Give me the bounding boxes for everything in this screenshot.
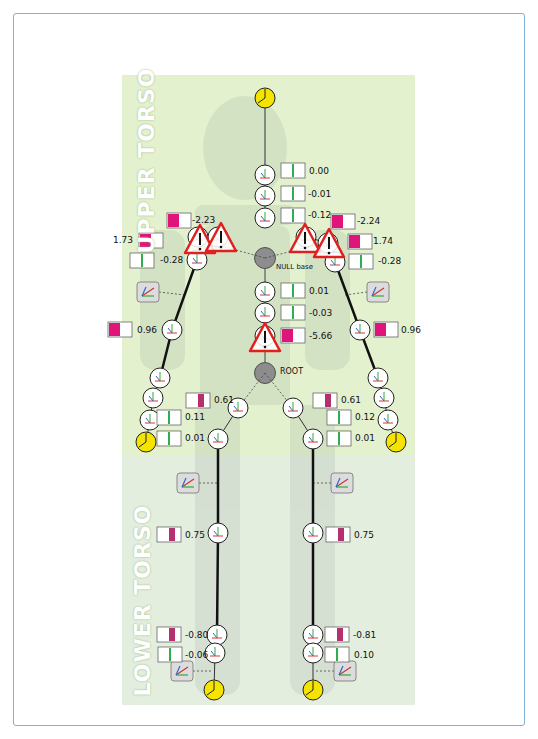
- robot-silhouette: [140, 96, 350, 695]
- joint-value: 0.01: [185, 433, 205, 444]
- chain-lines: [146, 98, 396, 690]
- joint-circles: [140, 165, 398, 663]
- end-effectors: [136, 88, 406, 700]
- joint-value: -0.12: [308, 210, 331, 221]
- region-band: LOWER TORSO: [122, 455, 415, 705]
- joint-value: 0.61: [341, 395, 361, 406]
- warning-signs: [185, 223, 344, 351]
- joint-value: -0.28: [378, 256, 401, 267]
- sensor-icons: [137, 282, 389, 681]
- joint-value: -0.81: [353, 630, 376, 641]
- joint-value: -0.28: [160, 255, 183, 266]
- joint-value: 0.75: [185, 530, 205, 541]
- frame-label: ROOT: [280, 367, 303, 376]
- joint-value: 0.10: [354, 650, 374, 661]
- joint-value: 0.61: [214, 395, 234, 406]
- joint-value: 0.96: [137, 325, 157, 336]
- joint-value: -5.66: [309, 331, 332, 342]
- joint-value: -0.06: [185, 650, 208, 661]
- joint-value: -0.01: [308, 189, 331, 200]
- joint-value: 0.75: [354, 530, 374, 541]
- frame-label: NULL base: [276, 263, 313, 271]
- joint-value: -0.03: [309, 308, 332, 319]
- joint-value: 0.96: [401, 325, 421, 336]
- region-title: UPPER TORSO: [134, 67, 159, 253]
- joint-value: -2.23: [192, 215, 215, 226]
- joint-value: 1.74: [373, 236, 393, 247]
- joint-value: 0.01: [309, 286, 329, 297]
- joint-value: -0.80: [185, 630, 208, 641]
- joint-value: 0.01: [355, 433, 375, 444]
- value-boxes: [108, 163, 398, 662]
- joint-value: -2.24: [357, 216, 380, 227]
- dotted-links: [159, 240, 367, 671]
- joint-value: 0.11: [185, 412, 205, 423]
- region-title: LOWER TORSO: [130, 504, 155, 696]
- limb-lines: [160, 260, 378, 635]
- joint-value: 0.00: [309, 166, 329, 177]
- joint-value: 0.12: [355, 412, 375, 423]
- joint-value: 1.73: [113, 235, 133, 246]
